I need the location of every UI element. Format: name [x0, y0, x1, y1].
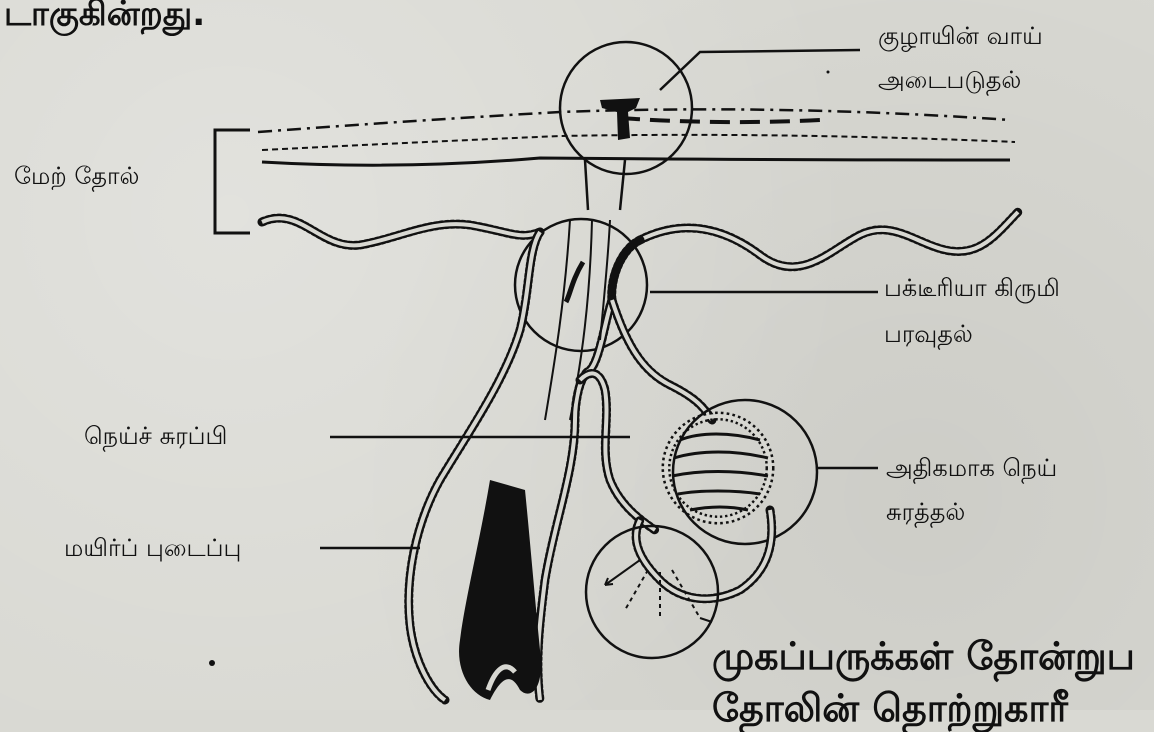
label-hair-follicle: மயிர்ப் புடைப்பு	[64, 532, 241, 564]
leader-lines	[320, 50, 878, 548]
label-excess-oil-line1: அதிகமாக நெய்	[886, 452, 1057, 484]
caption-line2: தோலின் தொற்றுகாரீ	[712, 684, 1068, 732]
bacteria-mark	[566, 262, 583, 302]
label-duct-blocked-line2: அடைபடுதல்	[878, 64, 1021, 96]
label-sebaceous-gland: நெய்ச் சுரப்பி	[84, 420, 227, 452]
label-epidermis: மேற் தோல்	[14, 160, 139, 192]
label-bacteria-line1: பக்டீரியா கிருமி	[884, 272, 1060, 304]
label-duct-blocked-line1: குழாயின் வாய்	[878, 20, 1043, 52]
label-excess-oil-line2: சுரத்தல்	[886, 496, 965, 528]
caption-line1: முகப்பருக்கள் தோன்றுப	[712, 632, 1135, 680]
pore-duct	[585, 160, 625, 210]
epidermis-layer	[258, 109, 1015, 165]
hair-follicle-inner	[538, 300, 612, 700]
epidermis-bracket	[215, 130, 250, 233]
acne-diagram	[0, 0, 1154, 710]
lower-gland-chain	[636, 510, 772, 599]
label-bacteria-line2: பரவுதல்	[884, 318, 973, 350]
magnifier-spread	[586, 526, 718, 658]
inner-gland-loop	[580, 373, 655, 530]
spread-arrows	[605, 560, 712, 622]
dermal-boundary-right	[640, 212, 1018, 267]
